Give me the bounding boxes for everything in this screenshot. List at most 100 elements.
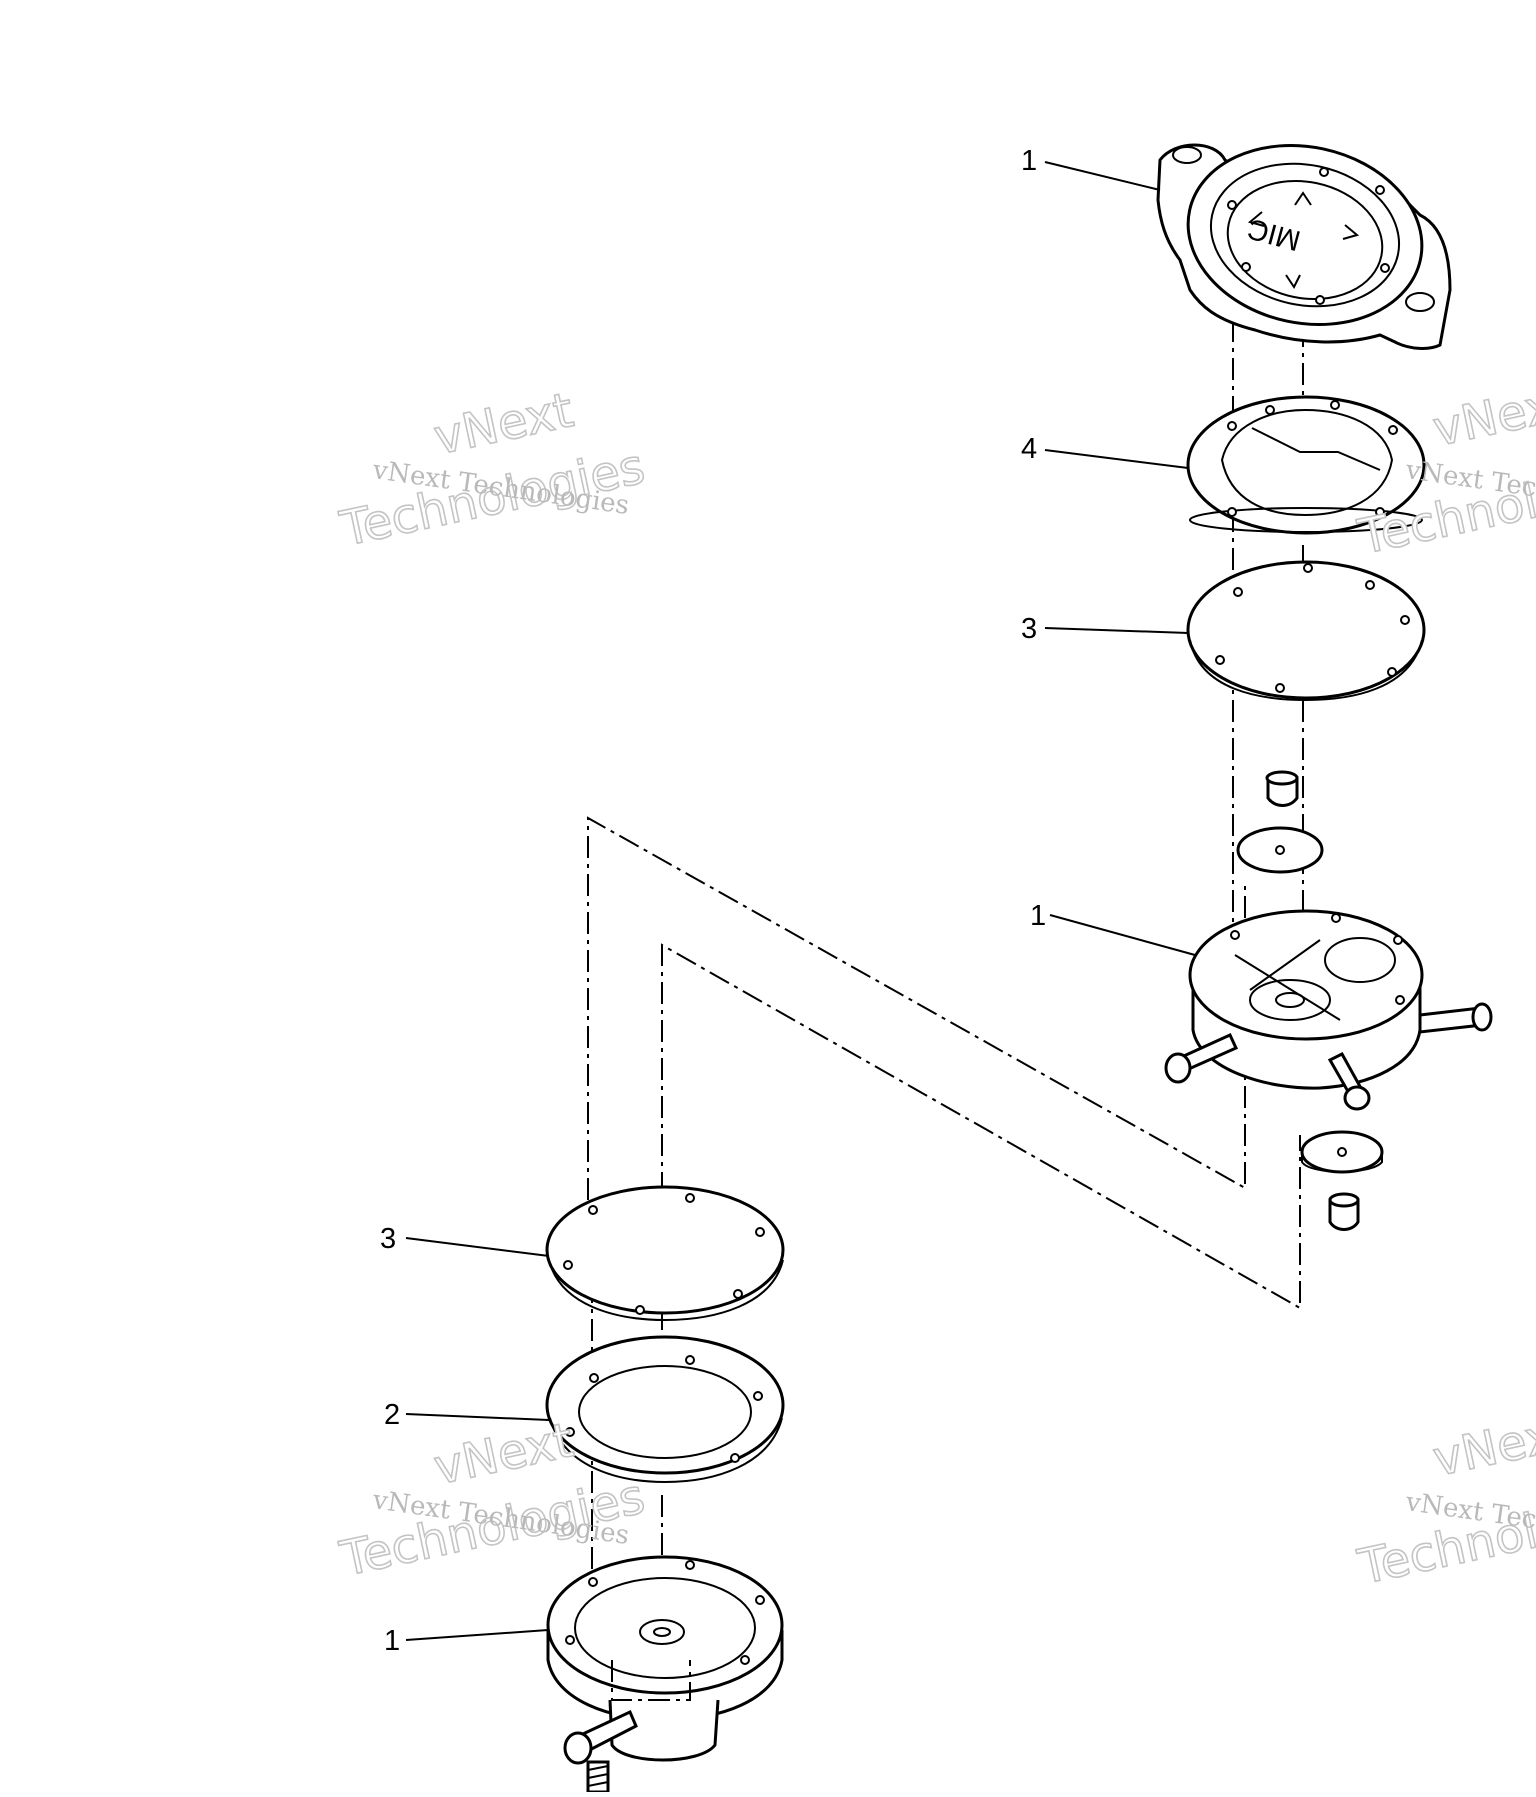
cover-inner-ring xyxy=(1209,162,1401,308)
watermark-top-left: vNext Technologies xyxy=(334,381,650,558)
leader-c3-bottom xyxy=(405,1237,550,1257)
leader-c1-top xyxy=(1044,161,1161,191)
gasket-thickness xyxy=(1189,507,1423,533)
base-valve-center xyxy=(653,1627,671,1637)
leader-c1-bottom xyxy=(405,1629,549,1641)
watermark-big-1: vNext xyxy=(1428,1404,1536,1488)
bolt-hole xyxy=(1365,580,1375,590)
cover-flange xyxy=(1186,143,1424,327)
diaphragm-part-3-top xyxy=(1186,560,1426,702)
bolt-hole xyxy=(753,1391,763,1401)
gasket-ring-inner xyxy=(578,1365,752,1459)
screw-threads xyxy=(587,1765,609,1787)
callout-3-top: 3 xyxy=(1021,613,1037,645)
valve-cap-bottom xyxy=(1328,1198,1360,1231)
diaphragm-bottom-edge xyxy=(548,1259,784,1322)
bolt-hole xyxy=(755,1227,765,1237)
bolt-hole xyxy=(755,1595,765,1605)
gasket-divider xyxy=(1251,427,1381,471)
gasket-part-2 xyxy=(545,1335,785,1484)
check-valve-bottom xyxy=(1300,1130,1384,1231)
check-valve-top xyxy=(1236,770,1324,874)
bolt-hole xyxy=(733,1289,743,1299)
valve-cap-top-rim xyxy=(1265,770,1299,786)
cover-ear-hole-right xyxy=(1405,292,1435,312)
bolt-hole xyxy=(588,1205,598,1215)
base-inner-ring xyxy=(574,1577,756,1679)
base-lower-boss xyxy=(608,1699,720,1762)
bolt-hole xyxy=(1388,425,1398,435)
bolt-hole xyxy=(1375,507,1385,517)
leader-c4 xyxy=(1044,449,1189,469)
watermark-big-1: vNext xyxy=(429,1412,578,1496)
bolt-hole xyxy=(1227,507,1237,517)
assembly-line-outer xyxy=(587,816,1246,1200)
pump-body-webs xyxy=(1234,939,1341,1021)
callout-2: 2 xyxy=(384,1399,400,1431)
gasket-ring-outer xyxy=(545,1335,785,1475)
bolt-hole xyxy=(1265,405,1275,415)
leader-c3-top xyxy=(1044,627,1189,634)
base-part-1 xyxy=(546,1555,784,1794)
pump-body-part-1 xyxy=(1164,909,1493,1111)
fitting-left-end xyxy=(1164,1052,1192,1084)
diaphragm-top xyxy=(1186,560,1426,700)
bolt-hole xyxy=(1227,421,1237,431)
pump-body-chamber xyxy=(1249,979,1331,1021)
bolt-hole xyxy=(1395,995,1405,1005)
bolt-hole xyxy=(740,1655,750,1665)
bolt-hole xyxy=(1303,563,1313,573)
bolt-hole xyxy=(1330,400,1340,410)
fitting-right-end xyxy=(1471,1002,1493,1032)
bolt-hole xyxy=(1227,200,1237,210)
bolt-hole xyxy=(685,1193,695,1203)
bolt-hole xyxy=(1393,935,1403,945)
cover-arrow-icons xyxy=(1247,191,1360,289)
bolt-hole xyxy=(1275,683,1285,693)
bolt-hole xyxy=(565,1635,575,1645)
bolt-hole xyxy=(1215,655,1225,665)
callout-4: 4 xyxy=(1021,433,1037,465)
cover-ear-hole-left xyxy=(1172,146,1202,164)
base-valve-seat xyxy=(639,1619,685,1645)
callouts: 1 4 3 1 3 2 1 xyxy=(380,145,1196,1657)
callout-1-bottom: 1 xyxy=(384,1625,400,1657)
bolt-hole xyxy=(565,1427,575,1437)
bolt-hole xyxy=(1319,167,1329,177)
cover-center-disc xyxy=(1226,179,1384,301)
bolt-hole xyxy=(685,1560,695,1570)
fitting-bottom-end xyxy=(1343,1085,1371,1111)
bolt-hole xyxy=(685,1355,695,1365)
bolt-hole xyxy=(1331,913,1341,923)
gasket-part-4 xyxy=(1186,395,1426,535)
watermark-big-1: vNext xyxy=(1428,374,1536,458)
bolt-hole xyxy=(563,1260,573,1270)
assembly-line-inner xyxy=(661,943,1301,1310)
gasket-cutout xyxy=(1220,408,1394,517)
bolt-hole xyxy=(1230,930,1240,940)
bolt-hole xyxy=(1380,263,1390,273)
callout-1-top: 1 xyxy=(1021,145,1037,177)
diaphragm-bottom xyxy=(545,1185,785,1315)
diaphragm-part-3-bottom xyxy=(545,1185,785,1322)
bolt-hole xyxy=(1375,185,1385,195)
callout-3-bottom: 3 xyxy=(380,1223,396,1255)
pump-body-top xyxy=(1188,909,1424,1041)
diaphragm-top-edge xyxy=(1189,639,1423,702)
valve-cap-bottom-rim xyxy=(1328,1192,1360,1208)
bolt-hole xyxy=(1387,667,1397,677)
gasket-ring-edge xyxy=(549,1417,783,1484)
bolt-hole xyxy=(1233,587,1243,597)
bolt-hole xyxy=(1241,262,1251,272)
pump-body-chamber-right xyxy=(1324,937,1396,983)
washer-hole xyxy=(1337,1147,1347,1157)
valve-washer-bottom-edge xyxy=(1301,1152,1383,1173)
callout-1-mid: 1 xyxy=(1030,900,1046,932)
bolt-hole xyxy=(1315,295,1325,305)
bolt-hole xyxy=(589,1373,599,1383)
watermark-big-1: vNext xyxy=(429,382,578,466)
leader-c2 xyxy=(405,1413,550,1421)
bolt-hole xyxy=(1400,615,1410,625)
cover-part-top: MIC xyxy=(1156,143,1452,350)
